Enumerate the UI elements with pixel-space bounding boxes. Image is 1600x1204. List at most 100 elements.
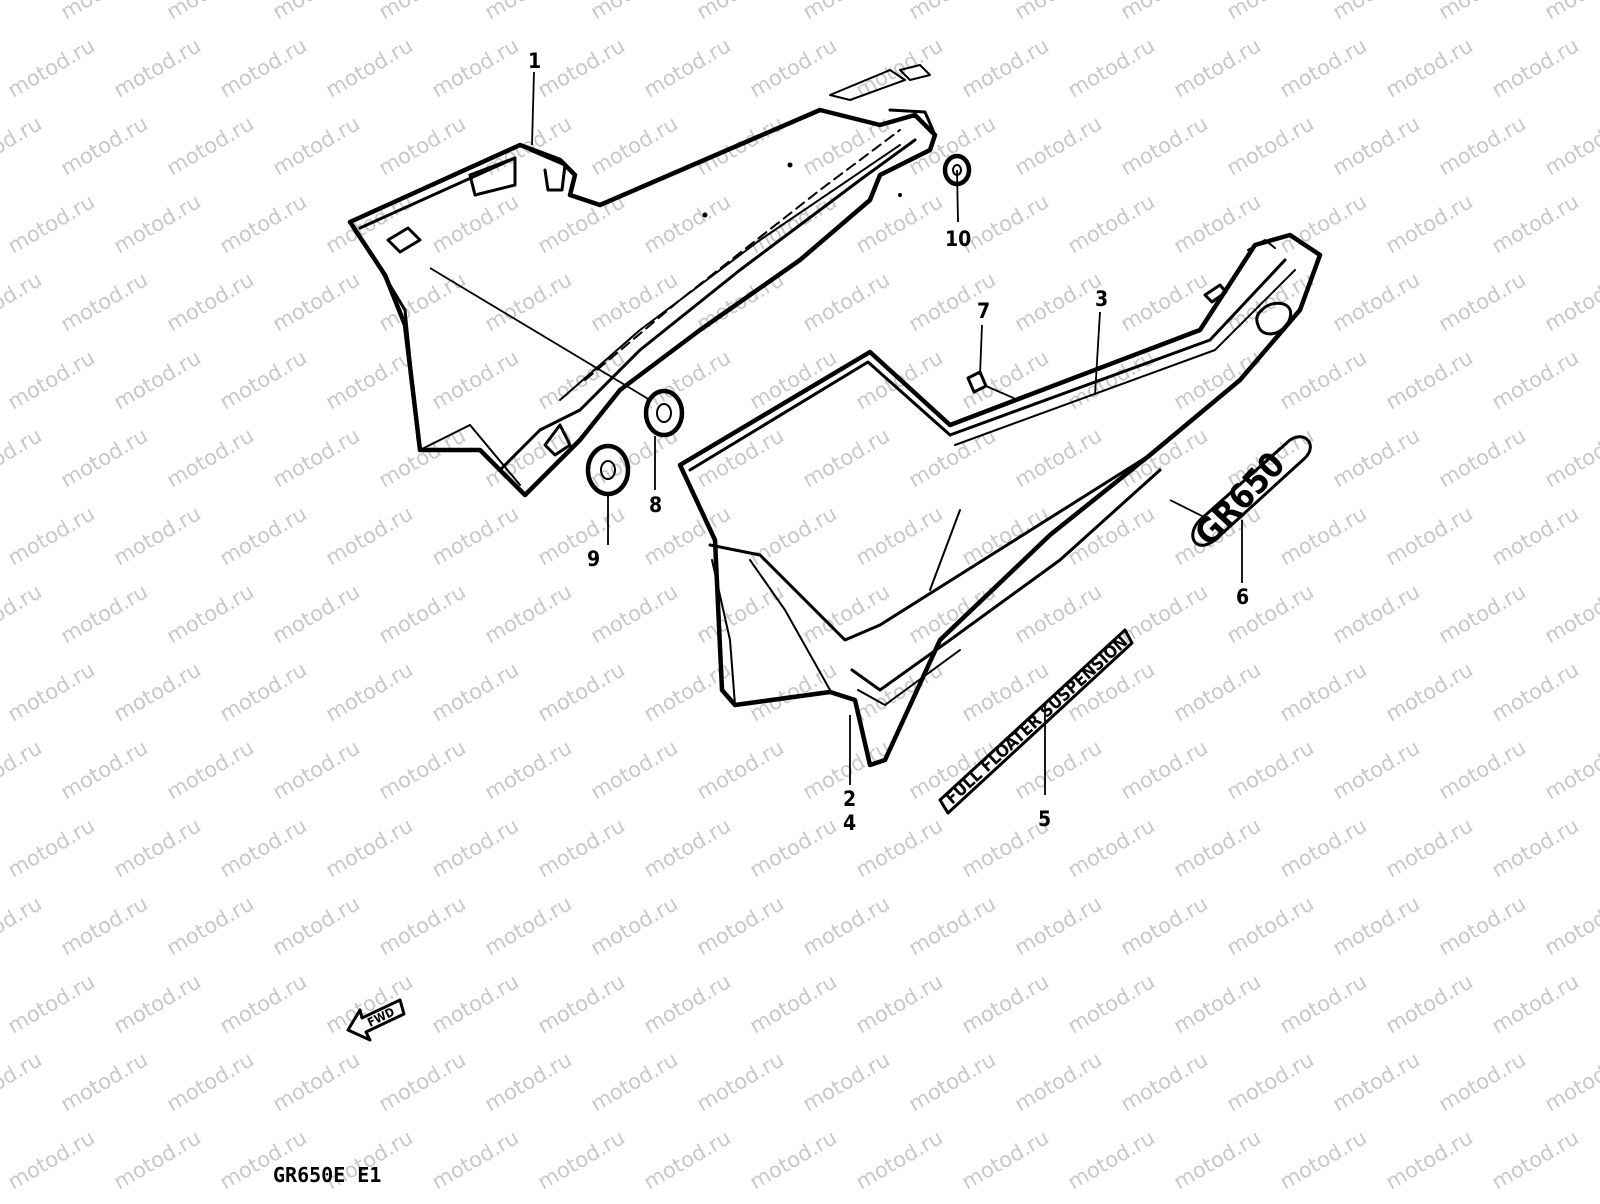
watermark-text: motod.ru	[534, 969, 629, 1038]
watermark-text: motod.ru	[1329, 891, 1424, 960]
watermark-text: motod.ru	[1170, 969, 1265, 1038]
watermark-text: motod.ru	[534, 813, 629, 882]
watermark-text: motod.ru	[1117, 1047, 1212, 1116]
watermark-text: motod.ru	[163, 423, 258, 492]
watermark-text: motod.ru	[1011, 579, 1106, 648]
watermark-text: motod.ru	[57, 423, 152, 492]
watermark-text: motod.ru	[640, 813, 735, 882]
watermark-text: motod.ru	[428, 969, 523, 1038]
watermark-text: motod.ru	[587, 891, 682, 960]
callout-5: 5	[1038, 807, 1051, 831]
watermark-text: motod.ru	[905, 0, 1000, 24]
watermark-text: motod.ru	[1488, 969, 1583, 1038]
watermark-text: motod.ru	[1382, 813, 1477, 882]
watermark-text: motod.ru	[1223, 111, 1318, 180]
model-code: GR650E E1	[273, 1163, 381, 1187]
watermark-text: motod.ru	[57, 111, 152, 180]
watermark-text: motod.ru	[587, 111, 682, 180]
watermark-text: motod.ru	[1488, 33, 1583, 102]
watermark-text: motod.ru	[1435, 1047, 1530, 1116]
watermark-text: motod.ru	[1435, 111, 1530, 180]
watermark-text: motod.ru	[587, 1047, 682, 1116]
watermark-text: motod.ru	[1382, 501, 1477, 570]
watermark-text: motod.ru	[57, 0, 152, 24]
watermark-text: motod.ru	[1488, 345, 1583, 414]
watermark-text: motod.ru	[1435, 735, 1530, 804]
watermark-text: motod.ru	[57, 735, 152, 804]
watermark-text: motod.ru	[1488, 189, 1583, 258]
watermark-text: motod.ru	[481, 891, 576, 960]
watermark-text: motod.ru	[905, 1047, 1000, 1116]
watermark-text: motod.ru	[1064, 813, 1159, 882]
watermark-text: motod.ru	[693, 1047, 788, 1116]
watermark-text: motod.ru	[1117, 267, 1212, 336]
watermark-text: motod.ru	[693, 735, 788, 804]
watermark-text: motod.ru	[799, 891, 894, 960]
watermark-text: motod.ru	[375, 111, 470, 180]
watermark-text: motod.ru	[1223, 1047, 1318, 1116]
watermark-text: motod.ru	[322, 501, 417, 570]
watermark-text: motod.ru	[1329, 111, 1424, 180]
watermark-text: motod.ru	[110, 657, 205, 726]
watermark-text: motod.ru	[1064, 345, 1159, 414]
watermark-text: motod.ru	[958, 1125, 1053, 1194]
callout-7: 7	[977, 299, 990, 323]
watermark-text: motod.ru	[693, 0, 788, 24]
watermark-text: motod.ru	[4, 189, 99, 258]
watermark-text: motod.ru	[958, 189, 1053, 258]
watermark-text: motod.ru	[1488, 657, 1583, 726]
watermark-text: motod.ru	[4, 813, 99, 882]
watermark-text: motod.ru	[746, 1125, 841, 1194]
watermark-text: motod.ru	[481, 579, 576, 648]
watermark-text: motod.ru	[1329, 267, 1424, 336]
watermark-text: motod.ru	[1011, 267, 1106, 336]
watermark-text: motod.ru	[640, 1125, 735, 1194]
watermark-text: motod.ru	[852, 1125, 947, 1194]
watermark-text: motod.ru	[905, 891, 1000, 960]
watermark-text: motod.ru	[1276, 501, 1371, 570]
watermark-text: motod.ru	[746, 33, 841, 102]
watermark-text: motod.ru	[1011, 735, 1106, 804]
watermark-text: motod.ru	[110, 1125, 205, 1194]
watermark-text: motod.ru	[269, 891, 364, 960]
watermark-text: motod.ru	[57, 1047, 152, 1116]
watermark-text: motod.ru	[1276, 189, 1371, 258]
watermark-text: motod.ru	[216, 189, 311, 258]
watermark-text: motod.ru	[1064, 33, 1159, 102]
watermark-text: motod.ru	[799, 0, 894, 24]
watermark-text: motod.ru	[1382, 33, 1477, 102]
watermark-text: motod.ru	[799, 423, 894, 492]
watermark-text: motod.ru	[693, 891, 788, 960]
watermark-text: motod.ru	[0, 579, 46, 648]
watermark-text: motod.ru	[0, 423, 46, 492]
watermark-text: motod.ru	[1488, 501, 1583, 570]
watermark-text: motod.ru	[1064, 189, 1159, 258]
watermark-text: motod.ru	[322, 33, 417, 102]
watermark-text: motod.ru	[746, 189, 841, 258]
watermark-text: motod.ru	[1064, 969, 1159, 1038]
watermark-text: motod.ru	[375, 423, 470, 492]
watermark-text: motod.ru	[1541, 579, 1600, 648]
watermark-text: motod.ru	[1117, 891, 1212, 960]
watermark-text: motod.ru	[1011, 891, 1106, 960]
watermark-text: motod.ru	[57, 891, 152, 960]
watermark-text: motod.ru	[110, 969, 205, 1038]
watermark-text: motod.ru	[534, 501, 629, 570]
watermark-text: motod.ru	[1435, 891, 1530, 960]
watermark-text: motod.ru	[1541, 891, 1600, 960]
watermark-text: motod.ru	[375, 0, 470, 24]
watermark-text: motod.ru	[1276, 33, 1371, 102]
watermark-text: motod.ru	[1276, 1125, 1371, 1194]
watermark-text: motod.ru	[640, 345, 735, 414]
watermark-text: motod.ru	[57, 579, 152, 648]
watermark-text: motod.ru	[534, 33, 629, 102]
watermark-text: motod.ru	[428, 1125, 523, 1194]
watermark-text: motod.ru	[799, 1047, 894, 1116]
watermark-text: motod.ru	[269, 267, 364, 336]
watermark-text: motod.ru	[1541, 111, 1600, 180]
watermark-text: motod.ru	[640, 33, 735, 102]
watermark-text: motod.ru	[746, 969, 841, 1038]
watermark-text: motod.ru	[4, 33, 99, 102]
watermark-text: motod.ru	[1382, 345, 1477, 414]
watermark-text: motod.ru	[216, 813, 311, 882]
